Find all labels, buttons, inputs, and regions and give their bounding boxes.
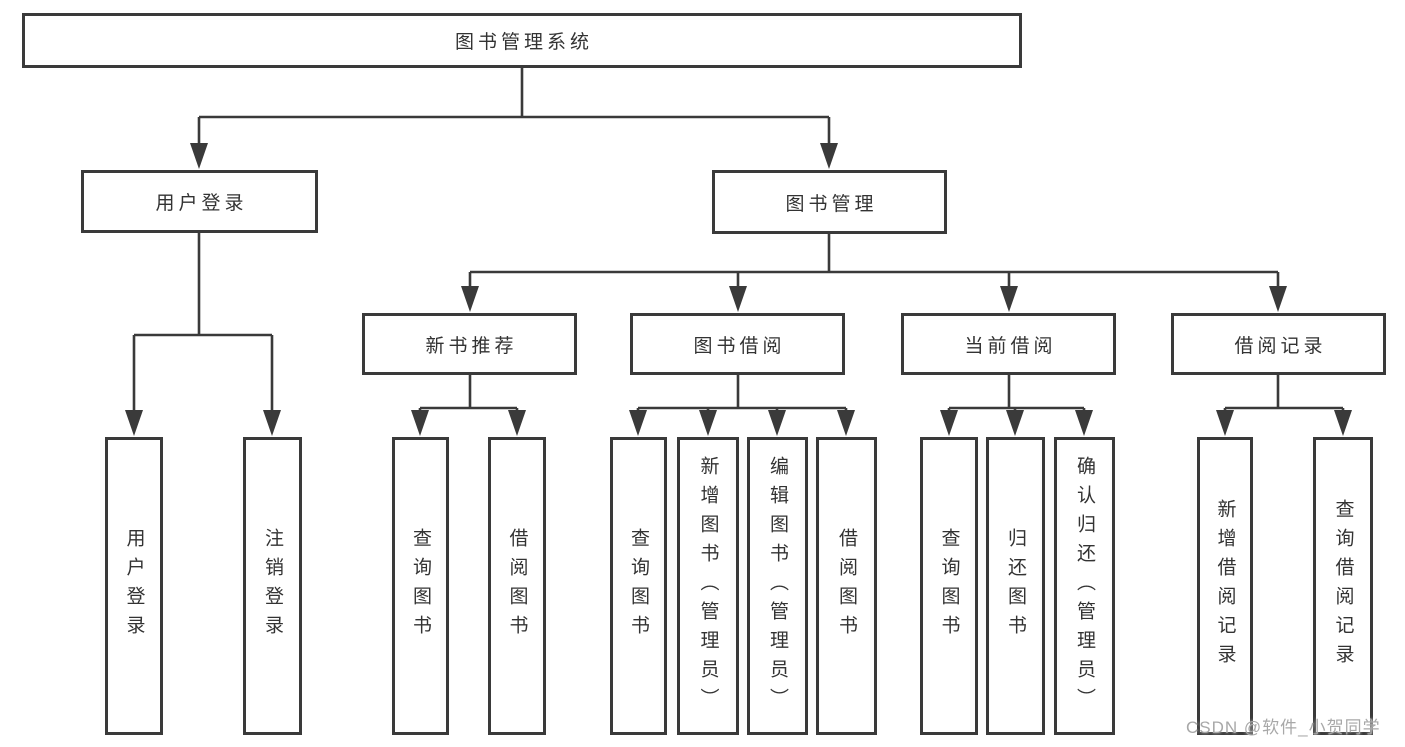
node-label: 借阅图书 [836,528,857,644]
node-user-login-leaf: 用户登录 [105,437,163,735]
arrowhead-icon [1334,410,1352,436]
node-label: 查询图书 [410,528,431,644]
node-label: 图书管理 [785,193,878,215]
node-label: 图书管理系统 [454,32,593,53]
node-add-borrow-record: 新增借阅记录 [1197,437,1253,735]
arrowhead-icon [1075,410,1093,436]
node-label: 新书推荐 [425,335,518,357]
node-root: 图书管理系统 [22,13,1022,68]
node-label: 查询借阅记录 [1332,499,1354,673]
arrowhead-icon [1000,286,1018,312]
node-label: 用户登录 [155,193,248,214]
node-label: 当前借阅 [964,335,1057,357]
node-borrow-books-2: 借阅图书 [816,437,877,735]
node-label: 查询图书 [628,528,649,644]
arrowhead-icon [125,410,143,436]
arrowhead-icon [1216,410,1234,436]
arrowhead-icon [820,143,838,169]
node-label: 图书借阅 [693,335,786,357]
arrowhead-icon [940,410,958,436]
node-label: 借阅记录 [1234,335,1327,357]
node-query-books-3: 查询图书 [920,437,978,735]
node-label: 注销登录 [262,528,283,644]
arrowhead-icon [1269,286,1287,312]
node-book-borrowing: 图书借阅 [630,313,845,375]
arrowhead-icon [837,410,855,436]
node-borrow-books-1: 借阅图书 [488,437,546,735]
node-return-books: 归还图书 [986,437,1045,735]
node-label: 查询图书 [938,528,960,644]
watermark: CSDN @软件_小贺同学 [1186,718,1381,737]
arrowhead-icon [629,410,647,436]
node-current-borrowing: 当前借阅 [901,313,1116,375]
arrowhead-icon [263,410,281,436]
arrowhead-icon [411,410,429,436]
node-edit-books-admin: 编辑图书（管理员） [747,437,808,735]
arrowhead-icon [729,286,747,312]
arrowhead-icon [508,410,526,436]
node-label: 新增图书（管理员） [697,455,719,717]
node-add-books-admin: 新增图书（管理员） [677,437,739,735]
node-borrowing-records: 借阅记录 [1171,313,1386,375]
node-label: 确认归还（管理员） [1074,455,1095,717]
node-label: 借阅图书 [506,528,528,644]
arrowhead-icon [768,410,786,436]
node-label: 编辑图书（管理员） [767,455,788,717]
node-label: 用户登录 [123,528,145,644]
node-query-borrow-record: 查询借阅记录 [1313,437,1373,735]
arrowhead-icon [1006,410,1024,436]
node-query-books-1: 查询图书 [392,437,449,735]
node-label: 新增借阅记录 [1214,499,1236,673]
node-logout: 注销登录 [243,437,302,735]
arrowhead-icon [699,410,717,436]
arrowhead-icon [190,143,208,169]
node-query-books-2: 查询图书 [610,437,667,735]
node-book-management: 图书管理 [712,170,947,234]
node-label: 归还图书 [1005,528,1026,644]
node-new-book-recommend: 新书推荐 [362,313,577,375]
arrowhead-icon [461,286,479,312]
node-user-login: 用户登录 [81,170,318,233]
node-confirm-return-admin: 确认归还（管理员） [1054,437,1115,735]
